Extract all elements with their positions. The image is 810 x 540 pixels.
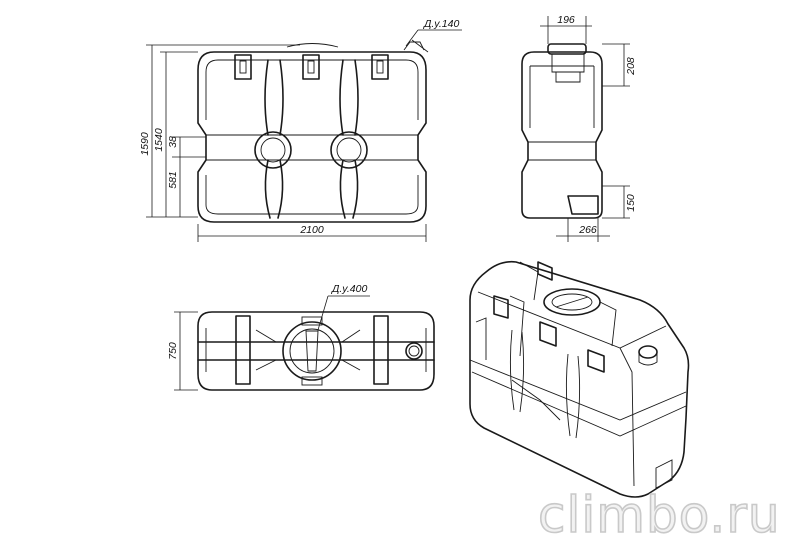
- dim-groove: 38: [167, 136, 179, 148]
- dim-body-height: 1540: [153, 128, 165, 152]
- front-view-dimensions: [146, 29, 462, 242]
- dim-lower-part: 581: [167, 171, 179, 189]
- isometric-view: [469, 260, 690, 498]
- dim-outlet-height: 150: [625, 194, 637, 212]
- label-nozzle: Д.у.140: [423, 18, 459, 30]
- dim-overall-height: 1590: [139, 132, 151, 156]
- top-view: [197, 311, 435, 391]
- dim-width: 750: [167, 342, 179, 360]
- dim-top-height: 208: [625, 57, 637, 76]
- top-view-dimensions: [174, 295, 370, 391]
- label-hatch: Д.у.400: [331, 283, 367, 295]
- dimension-labels: 1590 1540 38 581 2100 750 196 208 150 26…: [139, 14, 637, 360]
- watermark-text: climbo.ru: [538, 486, 781, 540]
- side-view: [521, 43, 603, 219]
- dim-top-width: 196: [557, 14, 575, 26]
- dim-outlet-depth: 266: [578, 224, 597, 236]
- dim-length: 2100: [299, 224, 324, 236]
- front-view: [197, 41, 427, 223]
- side-view-dimensions: [540, 16, 630, 242]
